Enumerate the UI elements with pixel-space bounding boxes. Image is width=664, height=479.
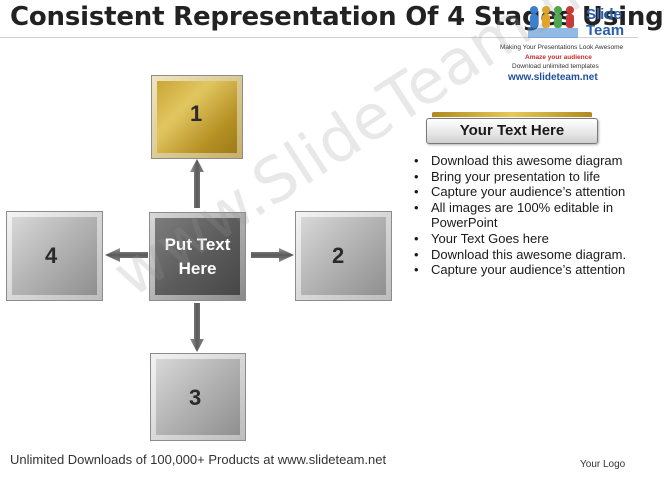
slideteam-logo: Slide Team xyxy=(528,6,624,39)
bullet-item: Your Text Goes here xyxy=(412,231,632,247)
bullet-item: Capture your audience’s attention xyxy=(412,262,632,278)
arrow-right-icon xyxy=(251,248,294,262)
logo-tagline: Making Your Presentations Look Awesome xyxy=(500,44,624,51)
bullet-list: Download this awesome diagram Bring your… xyxy=(412,153,632,278)
logo-promo-2: Download unlimited templates xyxy=(512,63,599,70)
arrow-down-icon xyxy=(190,303,204,352)
logo-name-line1: Slide xyxy=(586,6,622,23)
logo-url[interactable]: www.slideteam.net xyxy=(508,72,598,83)
stage-4-number: 4 xyxy=(45,243,58,268)
bullet-item: Download this awesome diagram. xyxy=(412,247,632,263)
text-panel-header: Your Text Here xyxy=(426,118,598,144)
bullet-item: Capture your audience’s attention xyxy=(412,184,632,200)
your-logo-placeholder: Your Logo xyxy=(580,459,626,470)
bullet-item: All images are 100% editable in PowerPoi… xyxy=(412,200,632,231)
stage-2-box: 2 xyxy=(295,211,392,301)
people-icon xyxy=(528,6,578,38)
stage-2-number: 2 xyxy=(332,243,345,268)
center-label: Put Text Here xyxy=(164,235,231,278)
bullet-item: Bring your presentation to life xyxy=(412,169,632,185)
stage-4-fill xyxy=(12,217,97,295)
stage-3-fill xyxy=(156,359,240,435)
footer-text: Unlimited Downloads of 100,000+ Products… xyxy=(10,452,387,467)
arrow-up-icon xyxy=(190,159,204,208)
text-panel-header-label: Your Text Here xyxy=(459,122,565,139)
stage-1-box: 1 xyxy=(151,75,243,159)
center-fill xyxy=(155,218,240,295)
bullet-item: Download this awesome diagram xyxy=(412,153,632,169)
stage-1-number: 1 xyxy=(190,101,203,126)
stage-4-box: 4 xyxy=(6,211,103,301)
arrow-left-icon xyxy=(105,248,148,262)
logo-promo-1: Amaze your audience xyxy=(525,54,592,61)
center-box: Put Text Here xyxy=(149,212,246,301)
stage-3-number: 3 xyxy=(189,385,202,410)
title-divider xyxy=(0,37,638,38)
stage-3-box: 3 xyxy=(150,353,246,441)
text-panel-accent xyxy=(432,112,592,117)
diagram-arrows xyxy=(105,159,294,352)
stage-2-fill xyxy=(301,217,386,295)
stage-1-fill xyxy=(157,81,237,153)
logo-name-line2: Team xyxy=(586,22,624,39)
